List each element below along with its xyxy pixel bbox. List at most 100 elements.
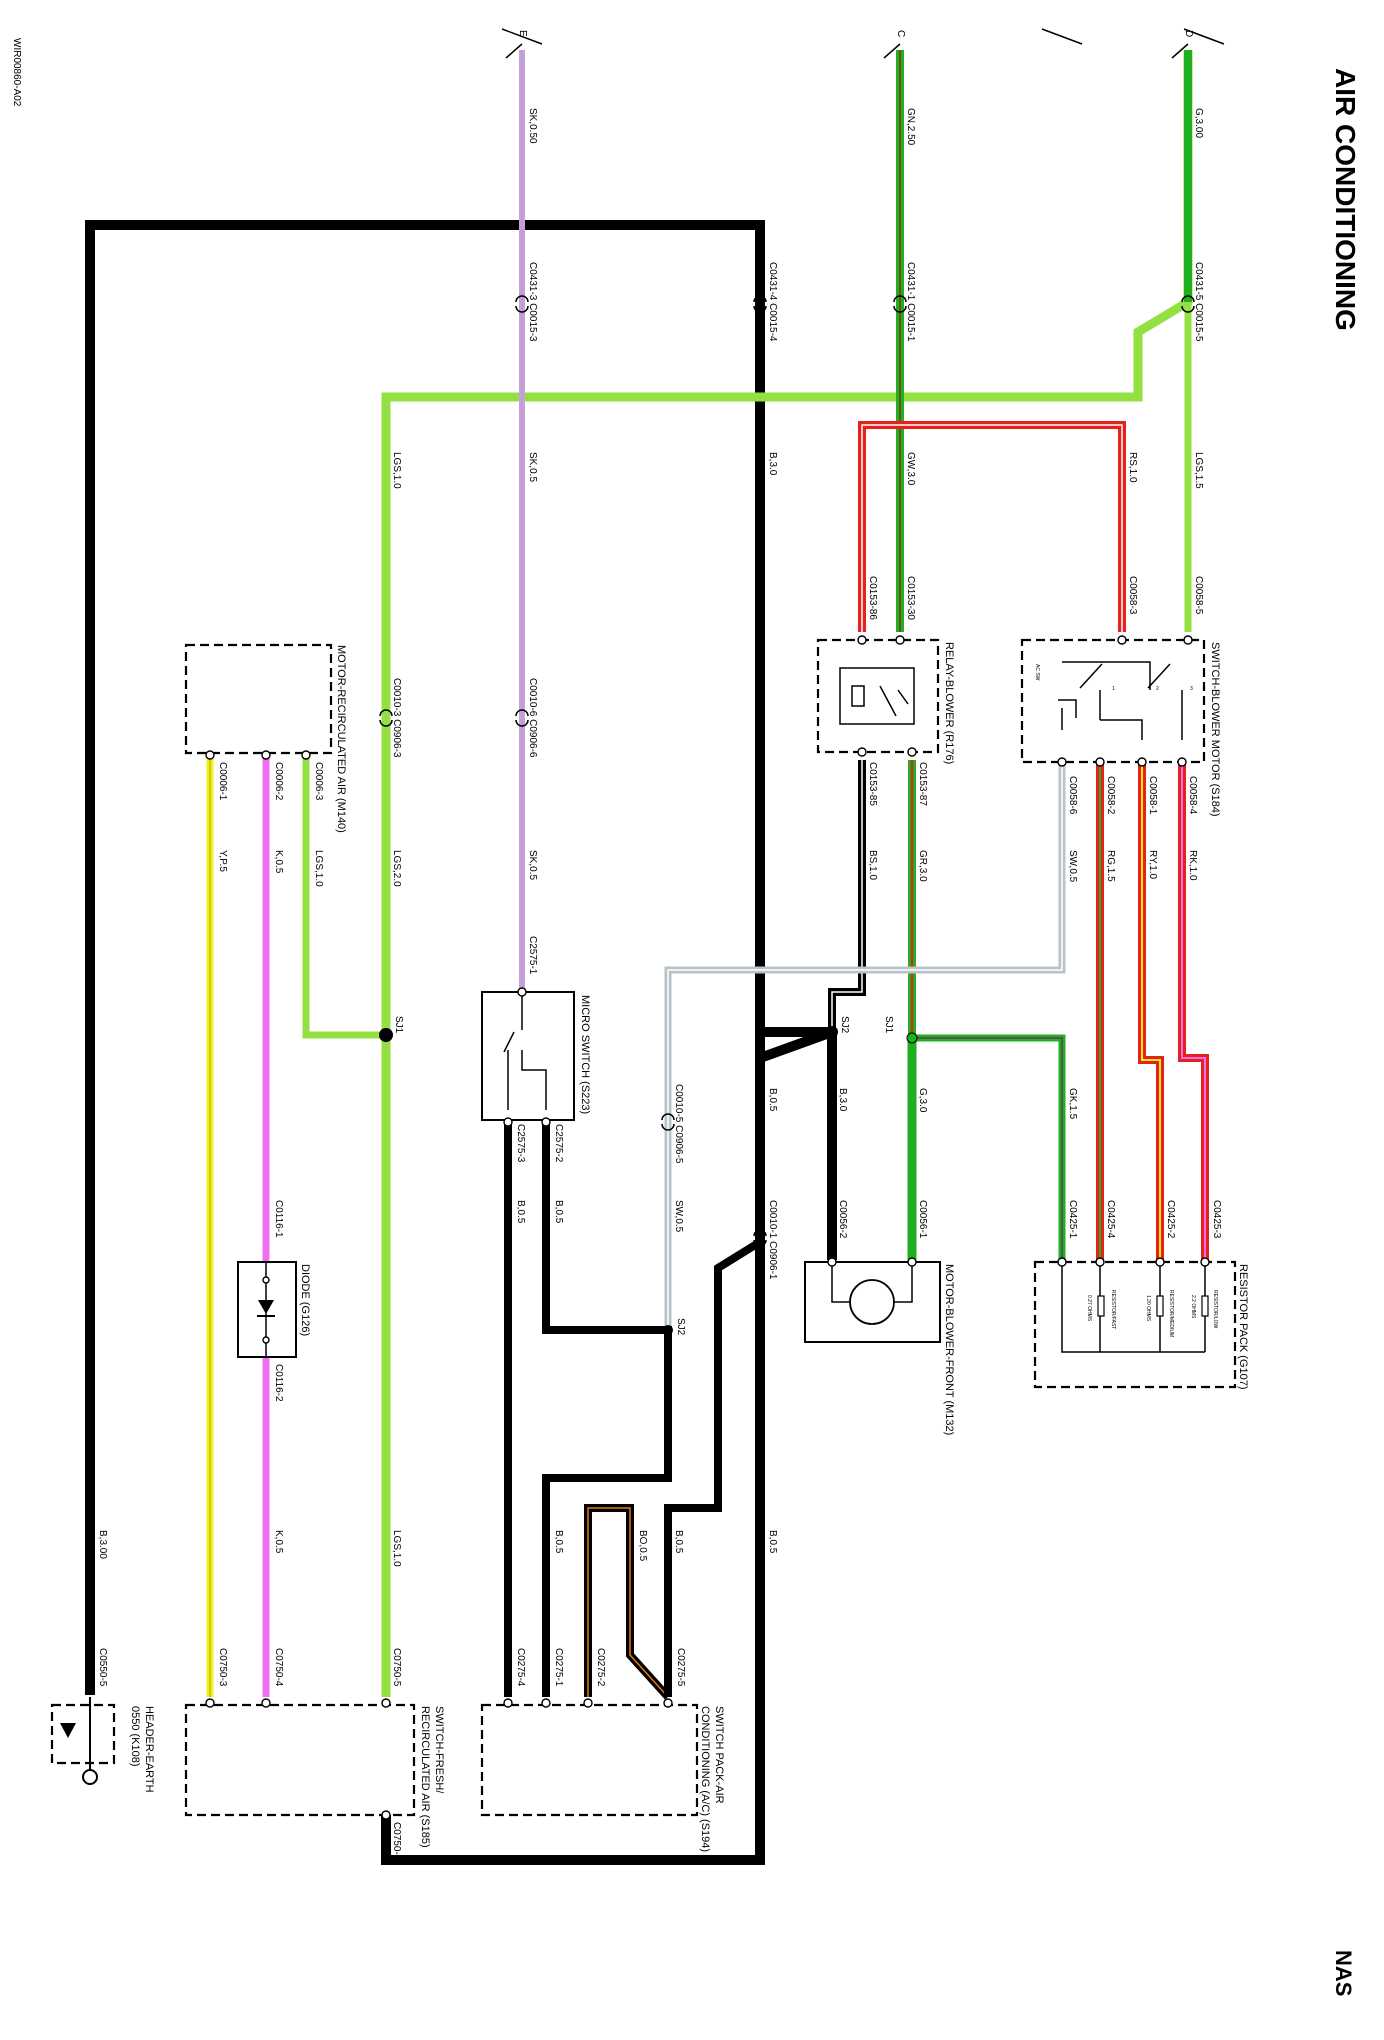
resistor-pack-label: RESISTOR PACK (G107)	[1237, 1264, 1249, 1390]
connector-label: C0431-4 C0015-4	[767, 262, 778, 342]
connector-label: C0431-5 C0015-5	[1193, 262, 1204, 342]
connector-label: C0275-5	[675, 1648, 686, 1687]
wire-label: LGS,1.0	[391, 1530, 402, 1567]
splice-label: SJ1	[393, 1016, 404, 1034]
connector-label: C2575-1	[527, 936, 538, 975]
splice-label: SJ1	[883, 1016, 894, 1034]
wire-label: RG,1.5	[1105, 850, 1116, 882]
switch-blower-label: SWITCH-BLOWER MOTOR (S184)	[1209, 642, 1221, 817]
splice-sj1-green	[906, 1032, 918, 1044]
ry-wire	[1138, 760, 1164, 1260]
rk-wire-stripe	[1181, 760, 1206, 1260]
wire-label: B,0.5	[553, 1200, 564, 1224]
connector-label: C2575-3	[515, 1124, 526, 1163]
connector-labels: C0431-3 C0015-3 C0431-4 C0015-4 C0431-1 …	[97, 262, 1222, 1861]
svg-text:1.20 OHMS: 1.20 OHMS	[1145, 1295, 1151, 1322]
splice-sj2-black	[826, 1026, 838, 1038]
switch-blower-motor: AC SW 1 2 3	[1020, 635, 1206, 767]
bo-wire-stripe	[587, 1507, 669, 1698]
wire-label: Y,P.5	[217, 850, 228, 872]
svg-text:RESISTOR/FAST: RESISTOR/FAST	[1110, 1290, 1116, 1329]
c00101-b-wire	[664, 1238, 763, 1697]
wire-label: BS,1.0	[867, 850, 878, 880]
wire-label: SK,0.5	[527, 452, 538, 482]
document-id: WIR00860-A02	[11, 38, 22, 107]
splice-sj2-grey	[663, 1325, 673, 1335]
bs-wire-stripe	[831, 760, 863, 1030]
bs-wire	[828, 760, 866, 1030]
micro-switch-label: MICRO SWITCH (S223)	[579, 995, 591, 1114]
wire-label: LGS,1.0	[313, 850, 324, 887]
splice-label: SJ2	[839, 1016, 850, 1034]
feed-label-c: C	[895, 30, 906, 37]
gk-wire-stripe	[912, 1037, 1063, 1260]
wire-label: B,0.5	[673, 1530, 684, 1554]
wire-label: G,3.0	[917, 1088, 928, 1113]
motor-blower-front	[804, 1257, 941, 1343]
header-earth-label-2: 0550 (K108)	[129, 1706, 141, 1767]
rk-wire	[1178, 760, 1209, 1260]
svg-text:3: 3	[1190, 686, 1193, 692]
splice-sj1-lgs	[379, 1028, 393, 1042]
wire-label: BO,0.5	[637, 1530, 648, 1562]
wire-label: B,3.0	[767, 452, 778, 476]
connector-label: C0058-6	[1067, 776, 1078, 815]
wire-label: SK,0.5	[527, 850, 538, 880]
connector-label: C0431-1 C0015-1	[905, 262, 916, 342]
wire-label: B,0.5	[553, 1530, 564, 1554]
connector-marks	[379, 28, 1225, 1247]
svg-text:2.2 OHMS: 2.2 OHMS	[1190, 1295, 1196, 1319]
connector-label: C0058-4	[1187, 776, 1198, 815]
connector-label: C0425-3	[1211, 1200, 1222, 1239]
connector-label: C0425-4	[1105, 1200, 1116, 1239]
connector-label: C0010-1 C0906-1	[767, 1200, 778, 1280]
wire-label: LGS,1.0	[391, 452, 402, 489]
connector-label: C0058-3	[1127, 576, 1138, 615]
switch-fresh-label-2: RECIRCULATED AIR (S185)	[419, 1706, 431, 1848]
lgs-recirc-branch	[302, 757, 386, 1039]
relay-blower	[816, 635, 940, 757]
svg-text:0.27 OHMS: 0.27 OHMS	[1086, 1295, 1092, 1322]
wire-label: GK,1.5	[1067, 1088, 1078, 1120]
wire-label: B,3.00	[97, 1530, 108, 1559]
connector-label: C2575-2	[553, 1124, 564, 1163]
svg-text:2: 2	[1156, 686, 1159, 692]
header-earth	[50, 1697, 116, 1785]
connector-label: C0750-5	[391, 1648, 402, 1687]
micro-switch-b-wire-2	[542, 1122, 672, 1697]
gk-wire	[912, 1034, 1066, 1260]
motor-recirc-label: MOTOR-RECIRCULATED AIR (M140)	[335, 645, 347, 833]
connector-label: C0425-1	[1067, 1200, 1078, 1239]
wire-label: SW,0.5	[673, 1200, 684, 1233]
switch-pack-label-2: CONDITIONING (A/C) (S194)	[699, 1706, 711, 1852]
wire-label: K,0.5	[273, 1530, 284, 1554]
micro-switch	[481, 987, 575, 1127]
connector-label: C0275-2	[595, 1648, 606, 1687]
region-label: NAS	[1331, 1950, 1356, 1996]
wire-label: SK,0.50	[527, 108, 538, 144]
connector-label: C0116-1	[273, 1200, 284, 1238]
connector-label: C0010-3 C0906-3	[391, 678, 402, 758]
wire-label: LGS,2.0	[391, 850, 402, 887]
rs-wire-stripe	[861, 424, 1123, 632]
wire-label: B,0.5	[767, 1530, 778, 1554]
connector-label: C0056-1	[917, 1200, 928, 1239]
header-earth-label-1: HEADER-EARTH	[143, 1706, 155, 1793]
switch-pack-label-1: SWITCH PACK-AIR	[713, 1706, 725, 1804]
connector-label: C0550-5	[97, 1648, 108, 1687]
connector-label: C0058-1	[1147, 776, 1158, 815]
diode-label: DIODE (G126)	[299, 1264, 311, 1336]
motor-blower-label: MOTOR-BLOWER-FRONT (M132)	[943, 1264, 955, 1435]
relay-blower-label: RELAY-BLOWER (R176)	[943, 642, 955, 764]
motor-recirculated-air	[184, 643, 333, 760]
switch-pack-ac	[480, 1698, 699, 1817]
wire-label: RY,1.0	[1147, 850, 1158, 880]
connector-label: C0275-1	[553, 1648, 564, 1687]
connector-label: C0153-86	[867, 576, 878, 620]
connector-label: C0116-2	[273, 1364, 284, 1402]
feed-label-d: D	[1183, 30, 1194, 37]
wire-label: SW,0.5	[1067, 850, 1078, 883]
connector-label: C0056-2	[837, 1200, 848, 1239]
